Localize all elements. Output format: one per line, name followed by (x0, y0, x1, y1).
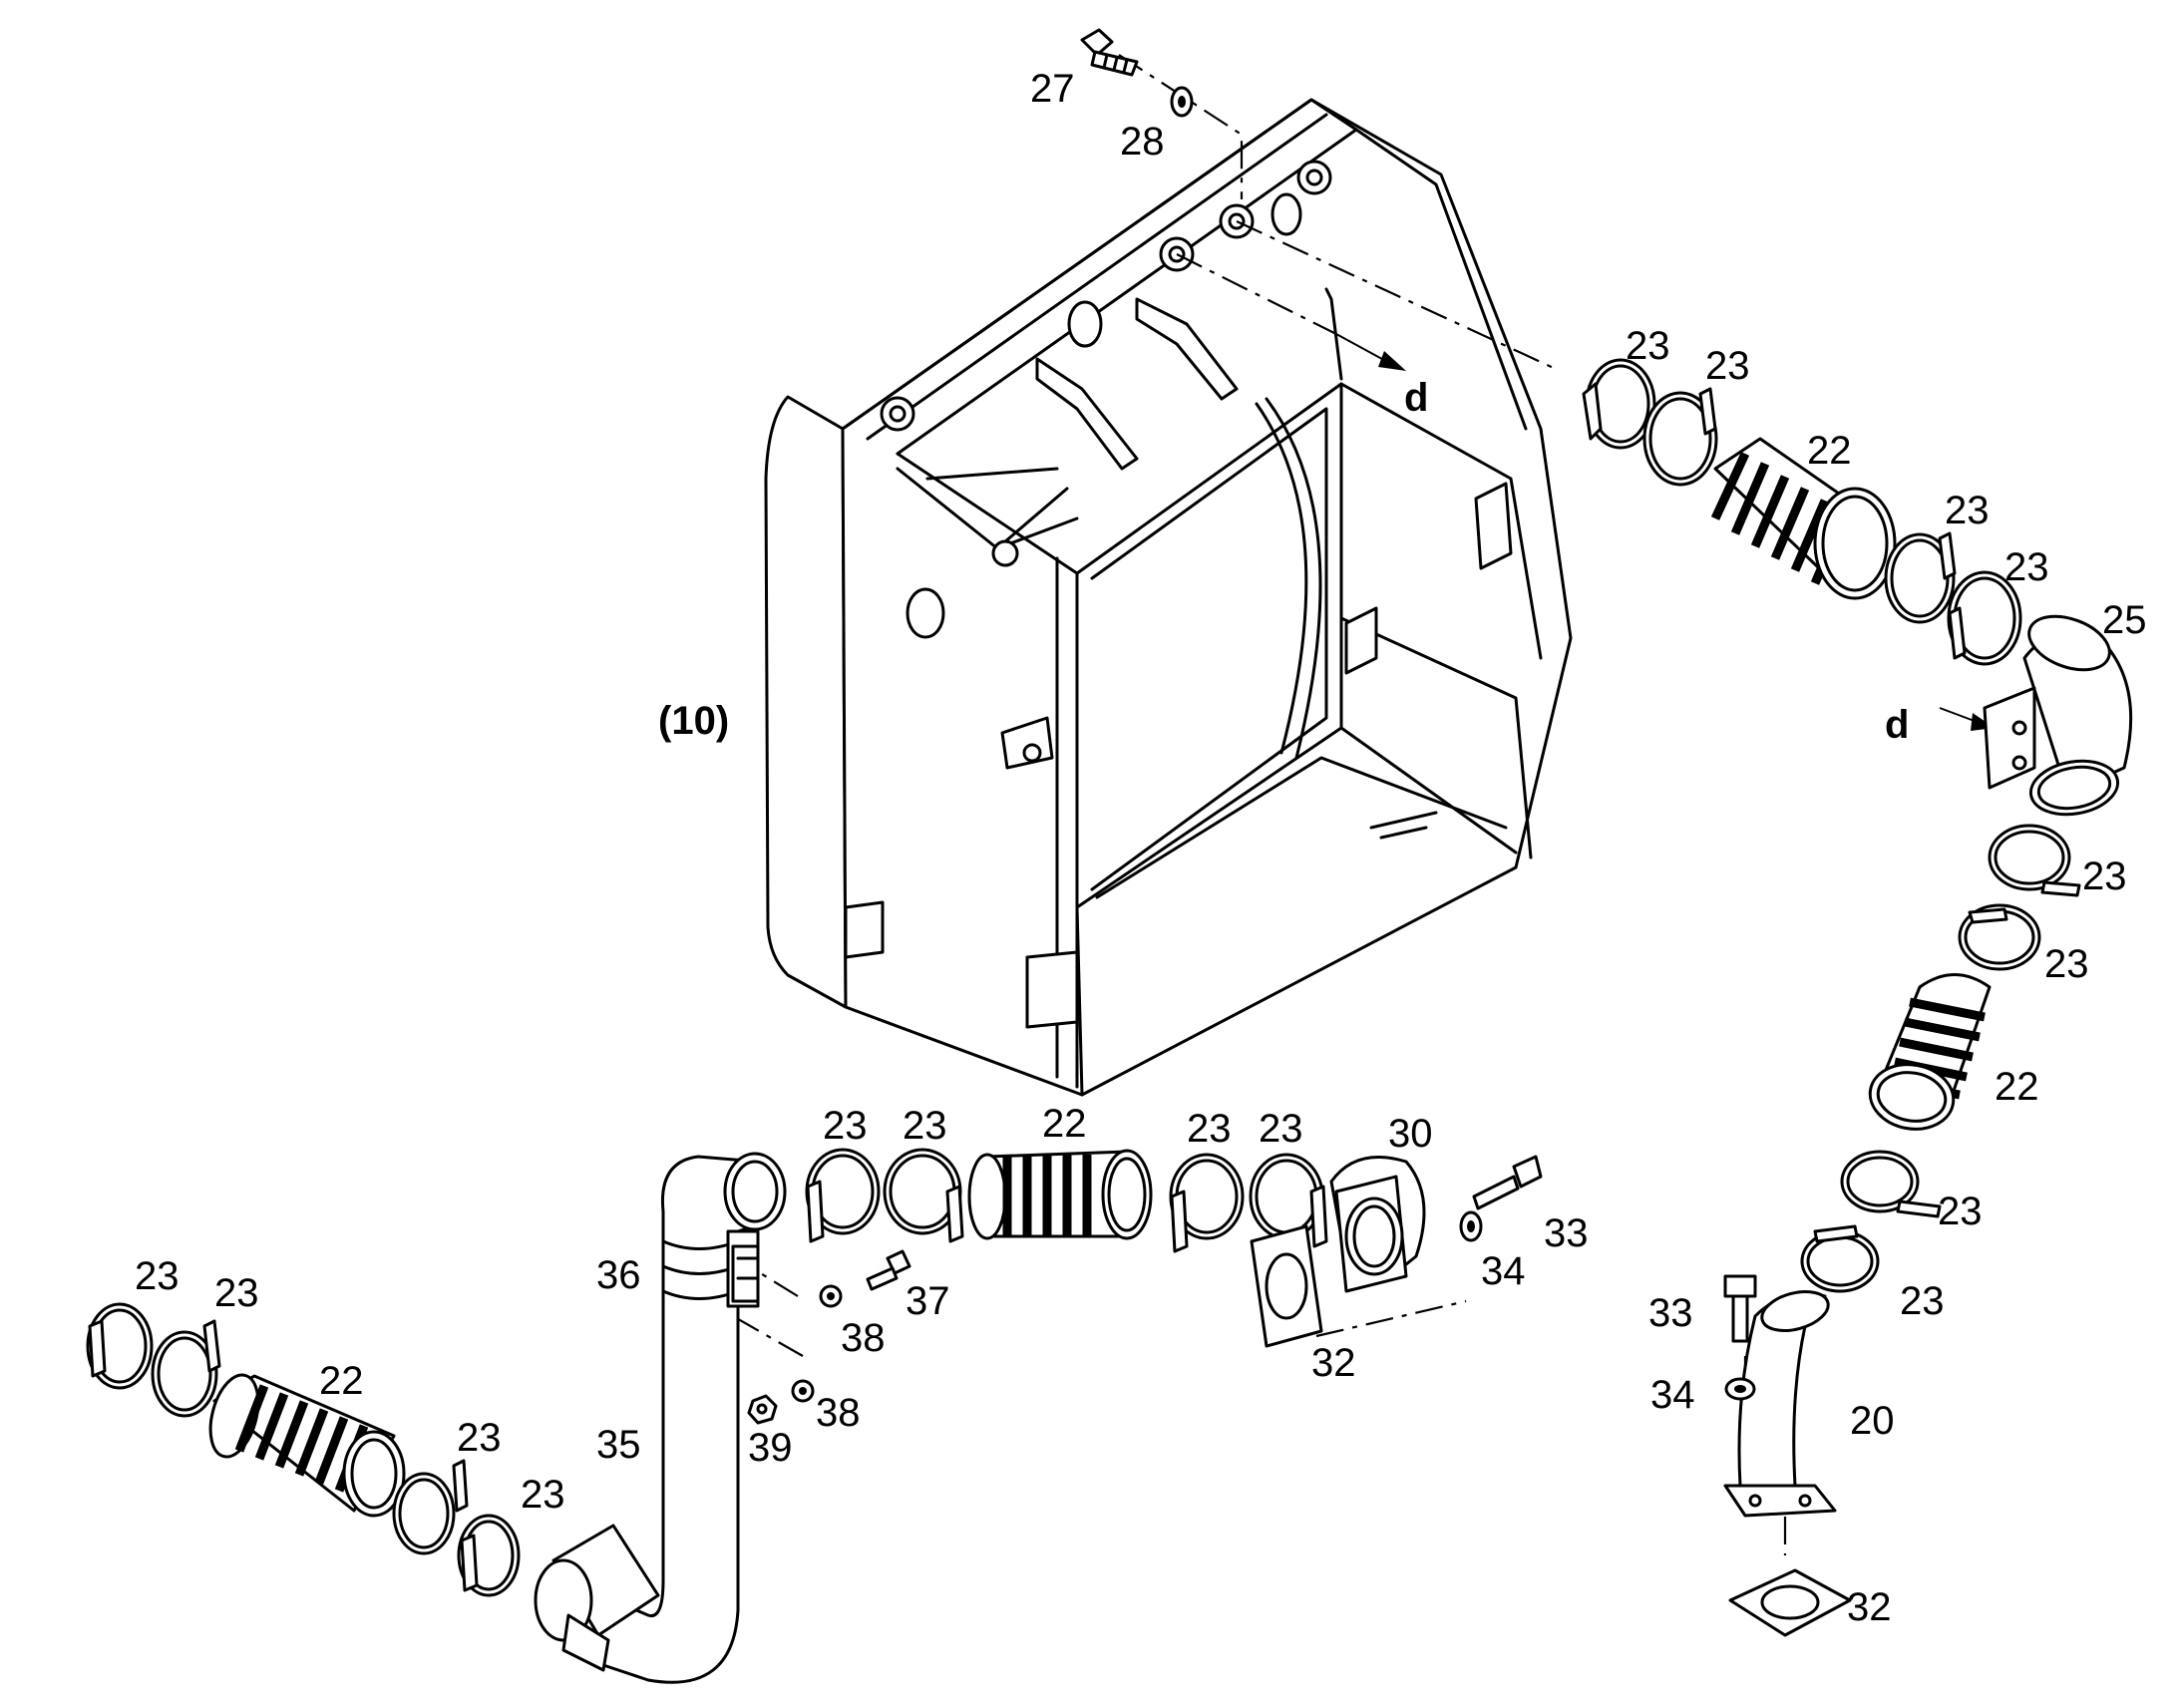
callout-23: 23 (214, 1271, 259, 1315)
washer-34-right (1724, 1377, 1756, 1401)
clamp-23-centre-3 (1169, 1153, 1245, 1253)
bolt-27 (1080, 28, 1139, 77)
nut-39 (747, 1394, 778, 1425)
callout-23: 23 (1900, 1279, 1945, 1323)
gasket-32-centre (1250, 1224, 1323, 1348)
callout-39: 39 (748, 1426, 793, 1470)
elbow-30 (1329, 1156, 1426, 1293)
clamp-23-upper-1 (1582, 358, 1656, 450)
callout-32: 32 (1311, 1341, 1356, 1385)
callout-28: 28 (1120, 120, 1165, 164)
callout-23: 23 (2082, 854, 2127, 898)
clamp-23-centre-4 (1249, 1153, 1328, 1248)
clamp-23-right-3 (1840, 1150, 1942, 1218)
callout-23: 23 (1626, 324, 1670, 368)
elbow-25 (1983, 614, 2133, 817)
hose-22-right (1868, 973, 1992, 1131)
hose-22-left (208, 1373, 406, 1518)
callout-23: 23 (1259, 1107, 1303, 1151)
clamp-23-left-3 (392, 1459, 469, 1555)
callout-23: 23 (457, 1416, 502, 1460)
hose-22-upper (1710, 437, 1897, 600)
clamp-36 (731, 1244, 760, 1303)
direction-arrow-upper (1335, 333, 1406, 371)
washer-34-centre (1459, 1210, 1483, 1242)
washer-28 (1170, 86, 1194, 118)
clamp-23-left-1 (86, 1302, 154, 1390)
callout-23: 23 (521, 1473, 565, 1517)
labels: (10) d d 27 28 23 23 22 23 23 25 23 23 2… (135, 67, 2147, 1629)
direction-marker-upper: d (1404, 376, 1428, 420)
callout-33: 33 (1648, 1291, 1693, 1335)
clamp-23-right-4 (1800, 1224, 1880, 1293)
callout-30: 30 (1388, 1112, 1433, 1156)
callout-35: 35 (596, 1423, 641, 1467)
bolt-33-centre (1472, 1155, 1543, 1210)
callout-22: 22 (1995, 1065, 2039, 1109)
callout-23: 23 (2044, 942, 2089, 986)
clamp-23-upper-2 (1642, 387, 1718, 487)
callout-34: 34 (1481, 1249, 1526, 1293)
callout-20: 20 (1850, 1399, 1895, 1443)
callout-23: 23 (823, 1104, 868, 1148)
clamp-23-right-2 (1958, 903, 2041, 971)
callout-38: 38 (816, 1391, 861, 1435)
callout-27: 27 (1030, 67, 1075, 111)
hose-connector-35-end (534, 1524, 660, 1672)
callout-23: 23 (1938, 1190, 1983, 1233)
clamp-23-centre-2 (883, 1148, 964, 1243)
callout-37: 37 (906, 1279, 950, 1323)
clamp-23-upper-4 (1947, 570, 2022, 666)
bolt-37 (866, 1249, 911, 1291)
callout-23: 23 (2004, 545, 2049, 589)
callout-25: 25 (2102, 598, 2147, 642)
callout-22: 22 (1042, 1102, 1087, 1146)
clamp-23-left-4 (457, 1514, 521, 1597)
callout-23: 23 (135, 1254, 180, 1298)
callout-22: 22 (1807, 429, 1852, 473)
callout-33: 33 (1544, 1211, 1589, 1255)
callout-22: 22 (319, 1359, 364, 1403)
hose-22-centre (967, 1149, 1153, 1240)
callout-23: 23 (1705, 344, 1750, 388)
direction-marker-right: d (1885, 703, 1909, 747)
clamp-23-left-2 (151, 1319, 221, 1418)
clamp-23-centre-1 (805, 1148, 881, 1243)
bolt-33-right (1723, 1274, 1757, 1343)
callout-36: 36 (596, 1253, 641, 1297)
callout-34: 34 (1650, 1373, 1695, 1417)
gasket-32-lower-right (1728, 1568, 1852, 1637)
washer-38-upper (819, 1284, 843, 1308)
clamp-23-right-1 (1988, 824, 2081, 897)
radiator-frame (764, 98, 1573, 1097)
callout-32: 32 (1847, 1585, 1892, 1629)
callout-23: 23 (903, 1104, 947, 1148)
callout-38: 38 (841, 1316, 886, 1360)
assembly-label: (10) (658, 699, 729, 743)
clamp-23-upper-3 (1884, 531, 1957, 624)
washer-38-lower (791, 1379, 815, 1403)
callout-23: 23 (1945, 489, 1990, 532)
callout-23: 23 (1187, 1107, 1232, 1151)
